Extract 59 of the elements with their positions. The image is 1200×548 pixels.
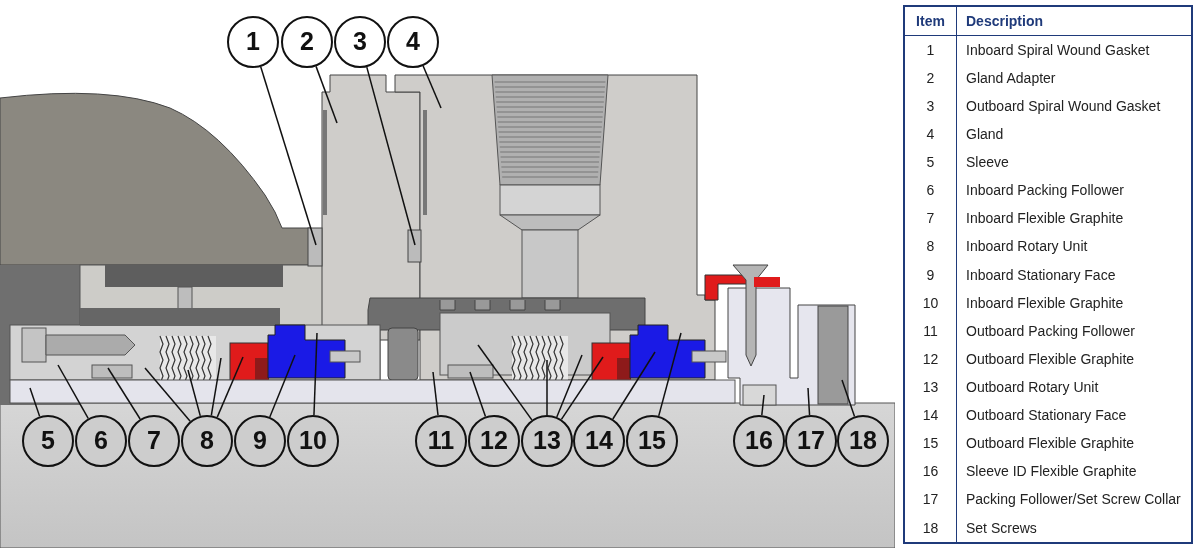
leader-line: [432, 371, 439, 416]
table-cell-text: 1: [926, 40, 935, 60]
table-cell-text: Inboard Stationary Face: [966, 265, 1116, 285]
leader-line: [469, 371, 487, 418]
table-cell-text: Gland Adapter: [966, 68, 1056, 88]
table-cell-text: 3: [926, 96, 935, 116]
table-cell-text: 8: [926, 237, 935, 257]
table-cell-text: Inboard Rotary Unit: [966, 237, 1088, 257]
table-cell-text: 11: [923, 321, 938, 341]
leader-line: [560, 356, 604, 421]
leader-line: [807, 387, 811, 416]
leader-line: [658, 332, 682, 417]
table-cell-text: Outboard Packing Follower: [966, 321, 1135, 341]
table-cell-text: Set Screws: [966, 518, 1037, 538]
leader-line: [477, 344, 533, 421]
table-cell-text: Sleeve ID Flexible Graphite: [966, 462, 1137, 482]
table-cell-text: Outboard Spiral Wound Gasket: [966, 96, 1161, 116]
table-cell-text: Inboard Packing Follower: [966, 181, 1124, 201]
leader-line: [144, 367, 191, 422]
table-cell-text: Packing Follower/Set Screw Collar: [966, 490, 1181, 510]
leader-line: [216, 356, 244, 418]
leader-line: [107, 367, 141, 420]
column-header: Description: [966, 11, 1043, 31]
table-cell-text: 9: [926, 265, 935, 285]
table-cell-text: 16: [922, 462, 939, 482]
table-cell-text: 13: [922, 377, 939, 397]
leader-line: [612, 351, 656, 420]
leader-line: [556, 354, 583, 418]
table-cell-text: 15: [922, 434, 939, 454]
table-cell-text: 10: [922, 293, 939, 313]
table-cell-text: 4: [926, 125, 935, 144]
table-cell-text: 6: [926, 181, 935, 201]
table-cell-text: 5: [926, 153, 935, 173]
table-cell-text: 7: [926, 209, 935, 229]
leader-line: [29, 387, 41, 418]
table-cell-text: Inboard Spiral Wound Gasket: [966, 40, 1150, 60]
leader-line: [841, 379, 856, 418]
table-cell-text: Sleeve: [966, 153, 1009, 173]
column-header: Item: [916, 11, 945, 31]
table-cell-text: 14: [922, 406, 939, 426]
table-cell-text: Inboard Flexible Graphite: [966, 293, 1124, 313]
leader-line: [259, 66, 317, 246]
leader-line: [761, 394, 765, 416]
leader-line: [187, 369, 202, 417]
leader-line: [546, 359, 548, 416]
leader-line: [210, 357, 222, 417]
leader-line: [366, 66, 416, 246]
table-cell-text: Outboard Stationary Face: [966, 406, 1127, 426]
table-cell-text: Outboard Flexible Graphite: [966, 434, 1135, 454]
table-cell-text: 17: [922, 490, 939, 510]
table-cell-text: 12: [922, 349, 939, 369]
table-cell-text: 18: [922, 518, 939, 538]
table-cell-text: Outboard Flexible Graphite: [966, 349, 1135, 369]
table-cell-text: Outboard Rotary Unit: [966, 377, 1099, 397]
leader-line: [269, 354, 296, 418]
table-cell-text: Gland: [966, 125, 1004, 144]
leader-line: [313, 332, 318, 416]
table-cell-text: 2: [926, 68, 935, 88]
table-cell-text: Inboard Flexible Graphite: [966, 209, 1124, 229]
